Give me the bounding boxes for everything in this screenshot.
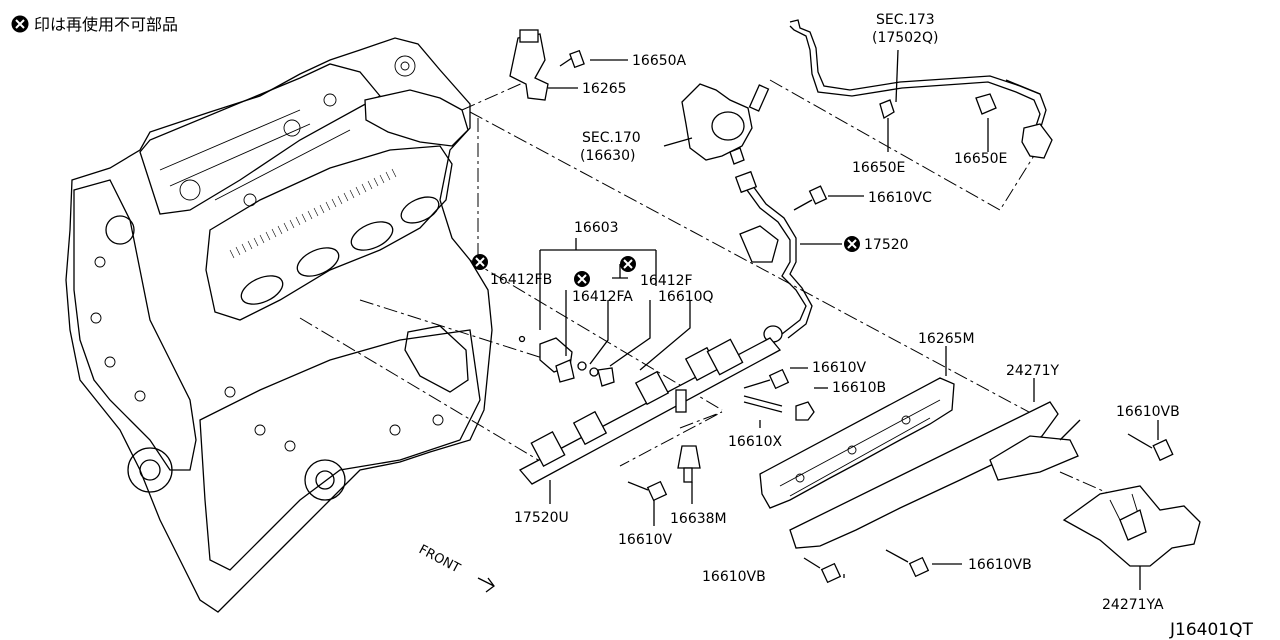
stud-16610X	[743, 395, 783, 413]
fuel-tube-17520	[734, 170, 813, 343]
legend: 印は再使用不可部品	[11, 15, 178, 34]
label-17520: 17520	[864, 237, 909, 253]
label-16610VB-b: 16610VB	[968, 557, 1032, 573]
nut-16610B	[795, 401, 815, 421]
bolt-16610VB-a	[1127, 433, 1174, 462]
label-17520U: 17520U	[514, 510, 569, 526]
fuel-pump	[681, 83, 770, 165]
circle-x-icon	[620, 256, 636, 272]
label-16650E-a: 16650E	[852, 160, 905, 176]
part-labels: 16650A 16265 SEC.173 (17502Q) SEC.170 (1…	[490, 12, 1180, 613]
bolts	[627, 185, 1174, 584]
circle-x-icon	[574, 271, 590, 287]
label-sec173-sub: (17502Q)	[872, 30, 938, 46]
bolt-16610VB-b	[885, 549, 930, 578]
bolt-16610V-a	[743, 368, 790, 390]
label-16610VC: 16610VC	[868, 190, 932, 206]
label-16610Q: 16610Q	[658, 289, 714, 305]
bolt-16610V-b	[627, 480, 668, 502]
label-16650E-b: 16650E	[954, 151, 1007, 167]
protector-16265M	[759, 377, 955, 509]
bolt-16610VC	[793, 185, 828, 211]
label-16650A: 16650A	[632, 53, 687, 69]
label-sec170-sub: (16630)	[580, 148, 635, 164]
front-label: FRONT	[416, 542, 462, 576]
circle-x-icon	[472, 254, 488, 270]
diagram-id: J16401QT	[1169, 620, 1253, 640]
bracket-24271YA	[1062, 485, 1201, 567]
bolt-16610VB-c	[803, 557, 842, 584]
label-16610V-b: 16610V	[618, 532, 673, 548]
label-16412F: 16412F	[640, 273, 693, 289]
fuel-line-sec173	[789, 19, 1053, 159]
arrow-icon	[477, 577, 495, 593]
label-16603: 16603	[574, 220, 619, 236]
sensor-16265	[509, 29, 549, 101]
fuel-rail-17520U	[518, 337, 782, 485]
label-24271Y: 24271Y	[1006, 363, 1060, 379]
label-16610X: 16610X	[728, 434, 783, 450]
bracket-24271Y	[789, 401, 1081, 549]
label-16265: 16265	[582, 81, 627, 97]
injector-assembly	[518, 335, 615, 387]
label-16412FB: 16412FB	[490, 272, 552, 288]
label-leaders	[539, 49, 1159, 590]
label-16638M: 16638M	[670, 511, 727, 527]
engine-block	[65, 37, 493, 613]
label-16610VB-a: 16610VB	[1116, 404, 1180, 420]
label-24271YA: 24271YA	[1102, 597, 1164, 613]
circle-x-icon	[844, 236, 860, 252]
label-16265M: 16265M	[918, 331, 975, 347]
legend-text: 印は再使用不可部品	[34, 15, 178, 34]
bolt-16650A	[559, 49, 585, 69]
label-sec170: SEC.170	[582, 130, 641, 146]
circle-x-icon	[11, 15, 29, 33]
label-16610V-a: 16610V	[812, 360, 867, 376]
label-16610VB-c: 16610VB	[702, 569, 766, 585]
front-indicator: FRONT	[416, 542, 495, 593]
non-reusable-markers	[472, 236, 860, 287]
label-16412FA: 16412FA	[572, 289, 633, 305]
gasket-hatch	[229, 168, 397, 259]
label-16610B: 16610B	[832, 380, 886, 396]
label-sec173: SEC.173	[876, 12, 935, 28]
